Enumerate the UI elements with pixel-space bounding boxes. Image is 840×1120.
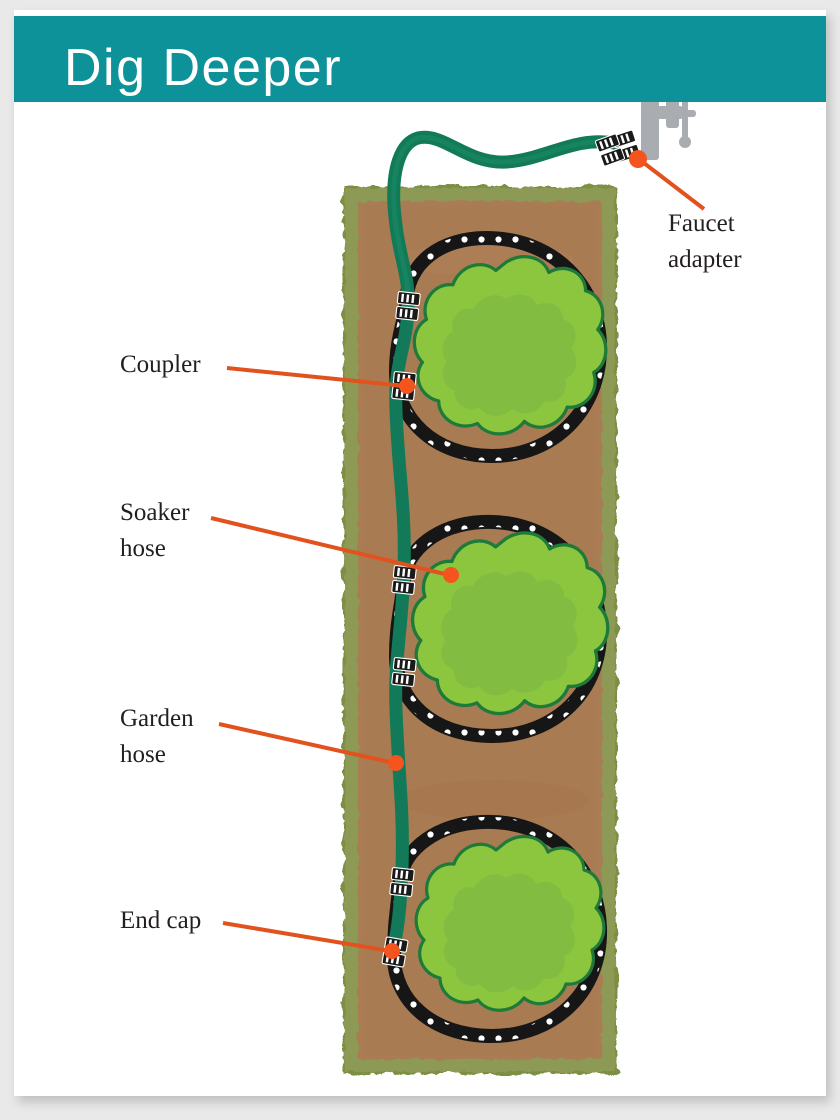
plant-foliage-inner bbox=[442, 294, 577, 416]
leader-line-end-cap bbox=[222, 921, 391, 953]
plant-middle bbox=[410, 531, 610, 716]
leader-dot-end-cap bbox=[384, 943, 400, 959]
plant-bottom bbox=[414, 834, 606, 1012]
faucet-valve bbox=[666, 98, 679, 128]
soil-mottle bbox=[399, 780, 589, 820]
label-faucet-adapter: Faucet adapter bbox=[668, 210, 742, 273]
leader-lines bbox=[210, 150, 706, 959]
leader-line-soaker-hose bbox=[210, 516, 450, 577]
leader-line-coupler bbox=[226, 366, 406, 388]
plant-top bbox=[412, 255, 608, 436]
label-garden-hose: Garden hose bbox=[120, 705, 194, 768]
leader-dot-soaker-hose bbox=[443, 567, 459, 583]
header-bar: Dig Deeper bbox=[14, 16, 826, 102]
plants bbox=[410, 255, 610, 1012]
leader-dot-faucet-adapter bbox=[629, 150, 647, 168]
plant-foliage-inner bbox=[441, 571, 578, 696]
leader-line-garden-hose bbox=[218, 722, 395, 765]
label-end-cap: End cap bbox=[120, 907, 202, 934]
plant-foliage-inner bbox=[443, 873, 575, 993]
faucet-handle-bottom bbox=[679, 136, 691, 148]
label-soaker-hose: Soaker hose bbox=[120, 499, 190, 562]
leader-dot-coupler bbox=[399, 378, 415, 394]
leader-dot-garden-hose bbox=[388, 755, 404, 771]
irrigation-diagram bbox=[210, 76, 706, 1074]
faucet-handle-bar bbox=[674, 110, 696, 117]
leader-line-faucet-adapter bbox=[638, 158, 706, 211]
page-title: Dig Deeper bbox=[64, 39, 343, 97]
garden-hose-highlight bbox=[391, 134, 617, 313]
label-coupler: Coupler bbox=[120, 351, 201, 378]
